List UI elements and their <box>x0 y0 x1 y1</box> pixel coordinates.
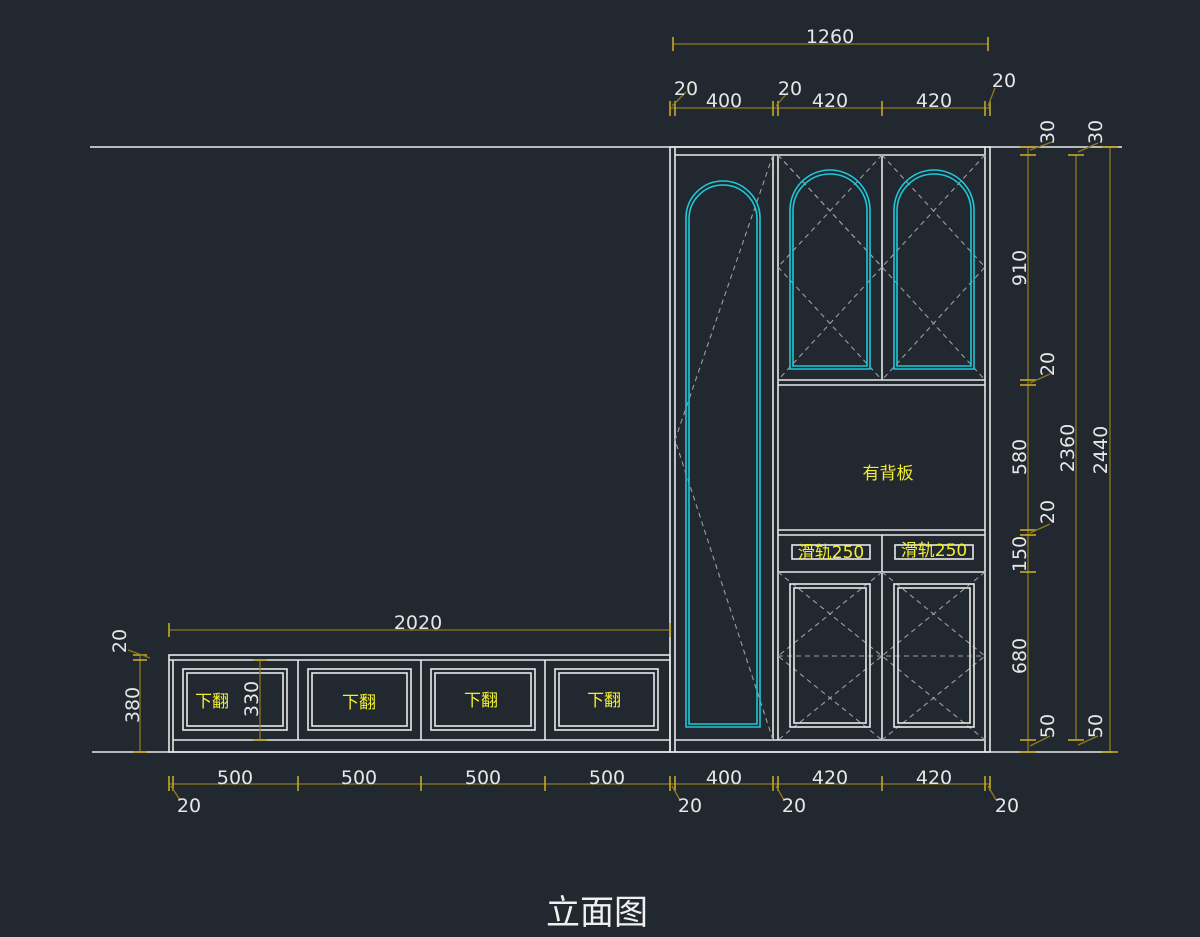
dim-top-6: 20 <box>992 70 1016 92</box>
dim-bottom-3: 500 <box>465 767 501 789</box>
top-dimension-lines <box>669 37 996 116</box>
dim-right-outer-top: 30 <box>1085 120 1107 144</box>
bench-dimension-lines <box>127 623 671 753</box>
dim-top-2: 400 <box>706 90 742 112</box>
dim-bottom-small-1: 20 <box>177 795 201 817</box>
dim-bottom-small-4: 20 <box>995 795 1019 817</box>
bench-drawers <box>182 668 659 731</box>
dim-bottom-6: 420 <box>812 767 848 789</box>
dim-right-1: 30 <box>1037 120 1059 144</box>
dim-bottom-7: 420 <box>916 767 952 789</box>
dim-bench-top: 20 <box>109 629 131 653</box>
drawing-title: 立面图 <box>546 893 648 933</box>
dim-top-5: 420 <box>916 90 952 112</box>
dim-bottom-1: 500 <box>217 767 253 789</box>
right-dimension-lines <box>1020 141 1118 753</box>
dim-right-outer-bottom: 50 <box>1085 714 1107 738</box>
dim-right-8: 50 <box>1037 714 1059 738</box>
dim-bottom-2: 500 <box>341 767 377 789</box>
door-swing-lines <box>674 154 986 741</box>
dim-bottom-4: 500 <box>589 767 625 789</box>
tall-cabinet-frame <box>669 146 991 753</box>
drawer-label-2: 下翻 <box>342 693 376 713</box>
dim-right-2: 910 <box>1009 250 1031 286</box>
dim-top-total: 1260 <box>806 26 854 48</box>
drawer-label-4: 下翻 <box>587 691 621 711</box>
tall-arch-glass-door <box>685 180 761 728</box>
dim-drawer-height: 330 <box>241 681 263 717</box>
slide-drawers <box>791 544 974 560</box>
dim-right-inner-total: 2360 <box>1057 424 1079 472</box>
dim-bottom-small-2: 20 <box>678 795 702 817</box>
dim-bottom-5: 400 <box>706 767 742 789</box>
dim-right-6: 150 <box>1009 536 1031 572</box>
drawer-rail-label-2: 滑轨250 <box>901 541 967 561</box>
dim-top-4: 420 <box>812 90 848 112</box>
bottom-dimension-lines <box>168 776 997 801</box>
dim-right-3: 20 <box>1037 352 1059 376</box>
dim-bottom-small-3: 20 <box>782 795 806 817</box>
dim-bench-height: 380 <box>122 687 144 723</box>
dim-right-7: 680 <box>1009 638 1031 674</box>
back-panel-label: 有背板 <box>863 464 914 484</box>
dim-bench-width: 2020 <box>394 612 442 634</box>
drawer-label-3: 下翻 <box>464 691 498 711</box>
drawer-label-1: 下翻 <box>195 692 229 712</box>
dim-top-1: 20 <box>674 78 698 100</box>
dim-right-4: 580 <box>1009 439 1031 475</box>
dim-right-outer-total: 2440 <box>1090 426 1112 474</box>
dim-right-5: 20 <box>1037 500 1059 524</box>
drawer-rail-label-1: 滑轨250 <box>798 543 864 563</box>
lower-cabinet-doors <box>789 583 975 728</box>
upper-arch-glass-doors <box>789 169 975 370</box>
dim-top-3: 20 <box>778 78 802 100</box>
